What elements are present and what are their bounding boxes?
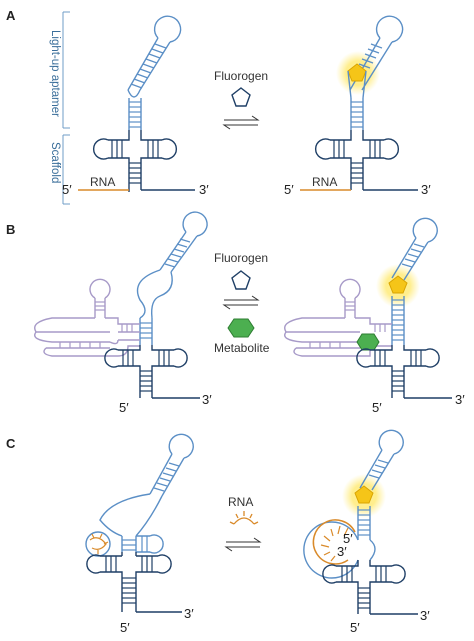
metabolite-label-b: Metabolite <box>214 341 270 355</box>
fluorogen-bound-icon <box>388 275 408 294</box>
rna-structure-a-left <box>78 15 195 192</box>
rna-structure-c-left <box>85 433 194 613</box>
scaffold-bracket <box>62 134 70 205</box>
rna-structure-a-right <box>300 15 418 191</box>
three-prime-b-left: 3′ <box>202 392 212 407</box>
three-prime-c-left: 3′ <box>184 606 194 621</box>
aptamer-bracket <box>62 11 70 129</box>
inner-five-prime-c: 5′ <box>343 531 353 546</box>
three-prime-a-right: 3′ <box>421 182 431 197</box>
five-prime-b-right: 5′ <box>372 400 382 415</box>
rna-label-a-left: RNA <box>90 175 115 189</box>
panel-letter-a: A <box>6 8 16 23</box>
metabolite-bound-icon <box>356 333 380 351</box>
panel-letter-c: C <box>6 436 16 451</box>
pentagon-icon <box>231 270 251 290</box>
rna-strand-icon <box>89 533 109 554</box>
three-prime-a-left: 3′ <box>199 182 209 197</box>
five-prime-a-right: 5′ <box>284 182 294 197</box>
pentagon-icon <box>231 87 251 107</box>
equilibrium-arrows-icon <box>222 115 260 130</box>
fluorogen-bound-icon <box>354 485 374 504</box>
inner-three-prime-c: 3′ <box>337 544 347 559</box>
five-prime-a-left: 5′ <box>62 182 72 197</box>
scaffold-label: Scaffold <box>49 142 61 183</box>
rna-strand-icon <box>229 511 259 525</box>
five-prime-c-right: 5′ <box>350 620 360 635</box>
three-prime-c-right: 3′ <box>420 608 430 623</box>
equilibrium-arrows-icon <box>224 537 262 552</box>
rna-structure-c-right <box>303 429 418 615</box>
rna-label-a-right: RNA <box>312 175 337 189</box>
light-up-aptamer-label: Light-up aptamer <box>49 30 61 117</box>
fluorogen-bound-icon <box>347 63 367 82</box>
rna-reagent-label-c: RNA <box>228 495 253 509</box>
equilibrium-arrows-icon <box>222 295 260 310</box>
hexagon-icon <box>227 318 255 338</box>
rna-structure-b-left <box>34 211 208 399</box>
panel-letter-b: B <box>6 222 15 237</box>
three-prime-b-right: 3′ <box>455 392 465 407</box>
five-prime-b-left: 5′ <box>119 400 129 415</box>
rna-structure-b-right <box>284 217 452 399</box>
five-prime-c-left: 5′ <box>120 620 130 635</box>
fluorogen-label-a: Fluorogen <box>214 69 268 83</box>
fluorogen-label-b: Fluorogen <box>214 251 268 265</box>
